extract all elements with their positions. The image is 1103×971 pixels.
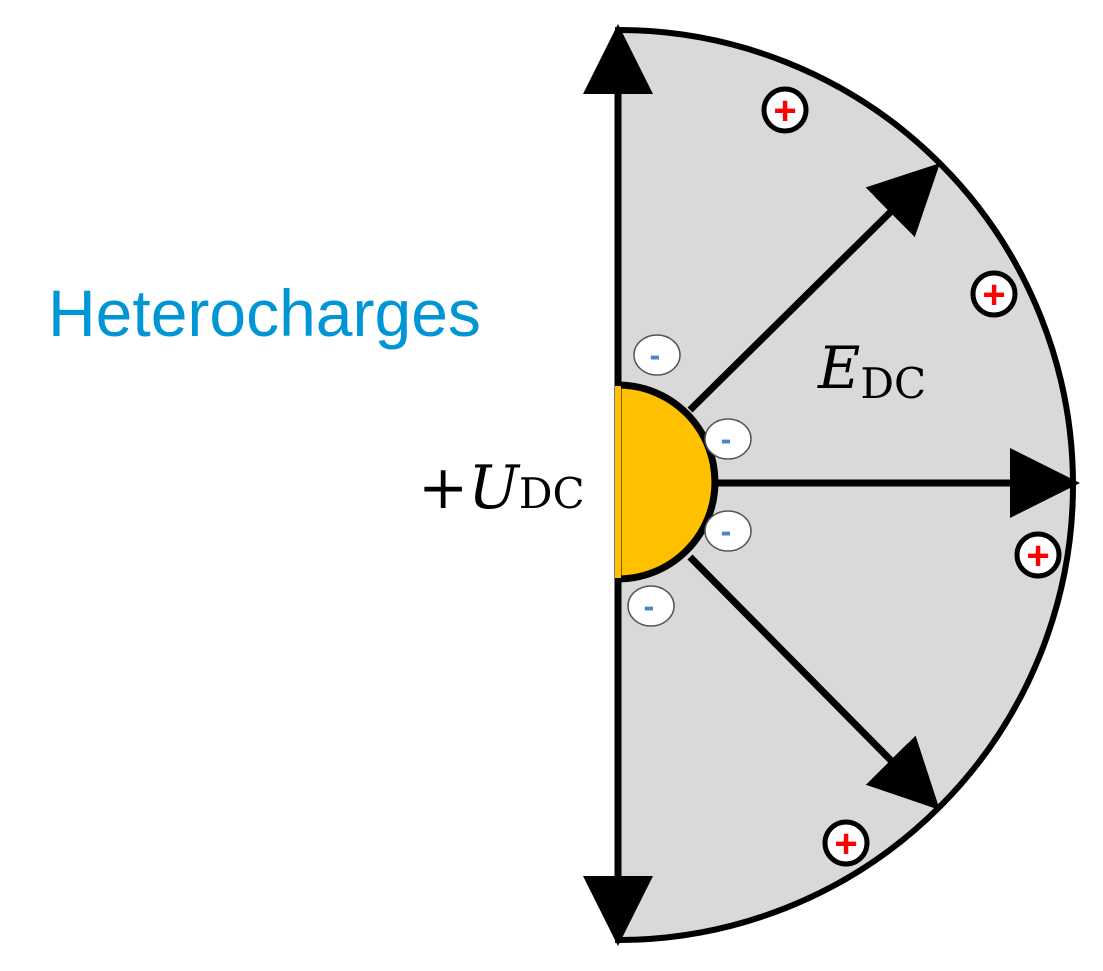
negative-charge-3: - [704,510,752,552]
negative-charge-2: - [704,418,752,460]
negative-charge-4: - [627,585,675,627]
positive-charge-3: + [1014,531,1062,579]
negative-charge-1: - [633,334,681,376]
negative-charge-sign: - [721,421,732,457]
field-subscript: DC [860,359,926,408]
heterocharges-label: Heterocharges [48,276,481,350]
positive-charge-sign: + [982,273,1005,317]
voltage-subscript: DC [519,469,585,518]
field-arrow-upper-right [687,163,940,413]
negative-charge-sign: - [650,337,661,373]
positive-charge-1: + [761,86,809,134]
voltage-prefix: + [418,453,468,523]
field-symbol: E [817,334,860,402]
positive-charge-4: + [822,819,870,867]
negative-charge-sign: - [644,588,655,624]
negative-charge-sign: - [721,513,732,549]
positive-charge-sign: + [834,822,857,866]
field-arrow-lower-right [687,554,940,810]
electrode [614,381,719,583]
field-label: EDC [817,334,926,408]
positive-charge-sign: + [773,89,796,133]
positive-charge-2: + [970,270,1018,318]
positive-charge-sign: + [1026,534,1049,578]
voltage-symbol: U [468,453,521,523]
voltage-label: +UDC [418,453,585,523]
